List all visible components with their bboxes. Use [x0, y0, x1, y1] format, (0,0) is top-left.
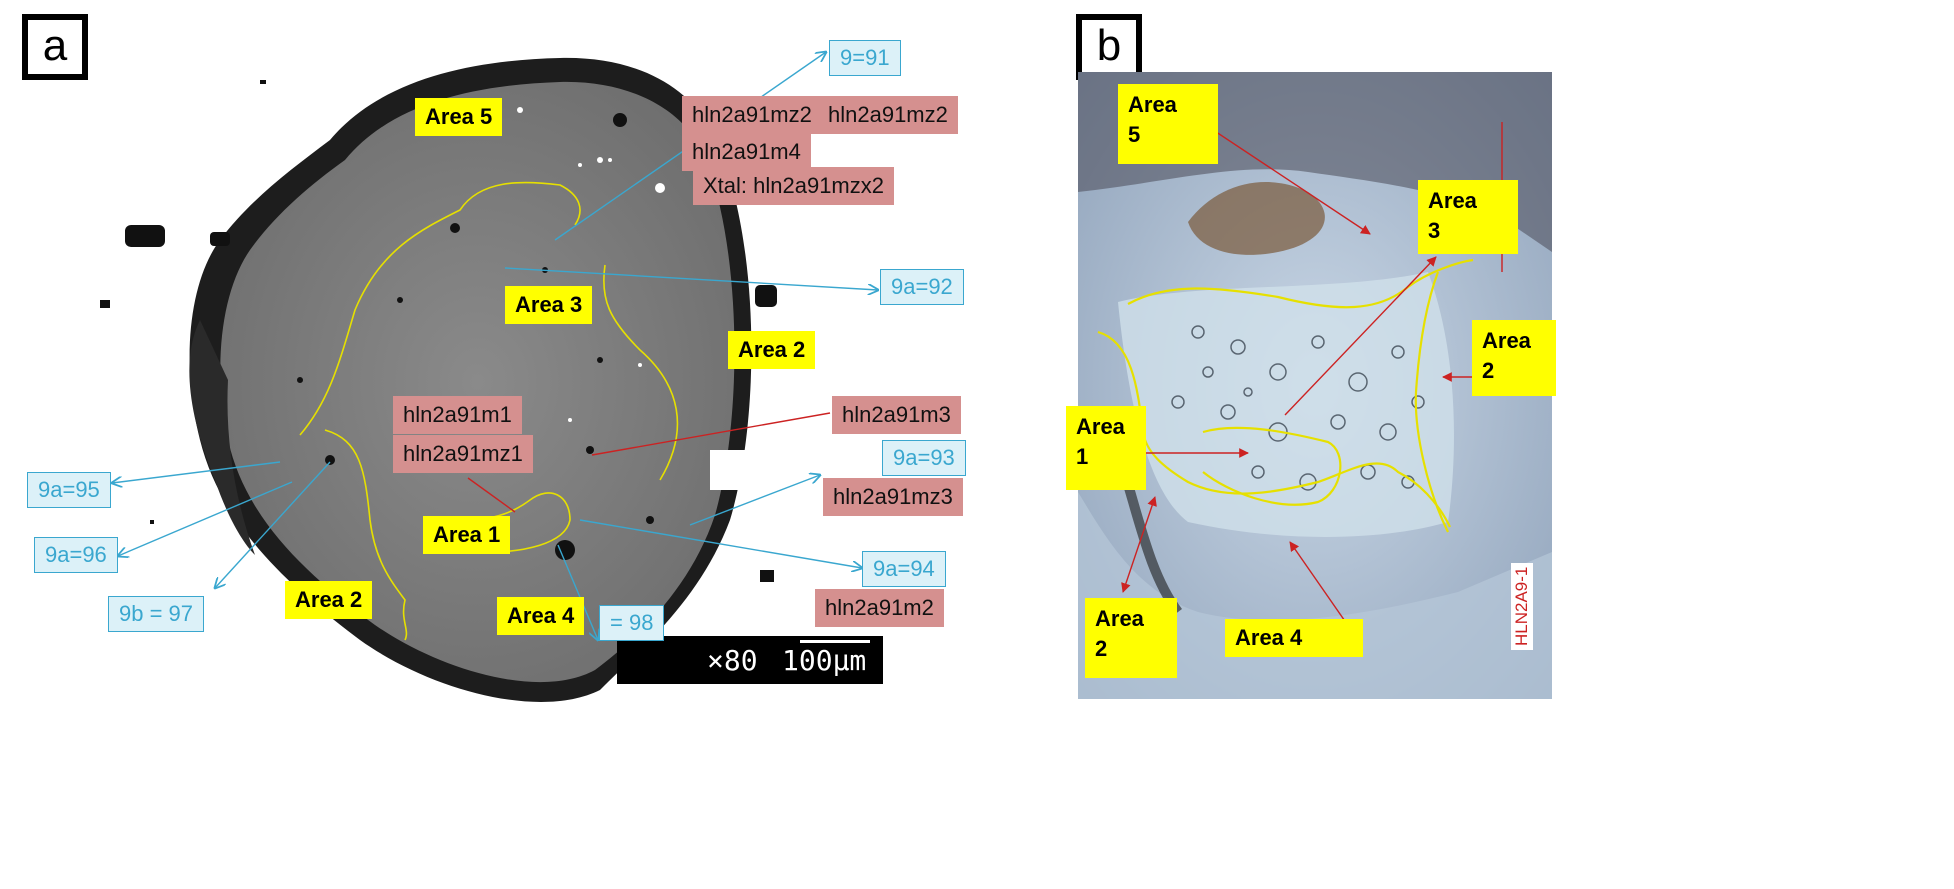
spot-label: 9a=96	[34, 537, 118, 573]
spot-label: 9a=94	[862, 551, 946, 587]
scale-bar: ×80 100μm	[617, 636, 883, 684]
area-2-label: Area 2	[1085, 598, 1177, 678]
scale-length: 100μm	[782, 644, 867, 677]
sample-label: HLN2A9-1	[1511, 562, 1533, 650]
area-5-label: Area 5	[1118, 84, 1218, 164]
analysis-label: hln2a91m3	[832, 396, 961, 434]
panel-a-letter-text: a	[42, 21, 68, 70]
spot-label: = 98	[599, 605, 665, 641]
analysis-label: hln2a91m4	[682, 133, 811, 171]
scale-line	[800, 640, 870, 643]
scale-magnification: ×80	[707, 644, 758, 677]
spot-label: 9b = 97	[108, 596, 205, 632]
analysis-label: hln2a91m2	[815, 589, 944, 627]
area-2-label: Area 2	[1472, 320, 1556, 396]
analysis-label: hln2a91mz2	[682, 96, 822, 134]
spot-label: 9a=92	[880, 269, 964, 305]
sem-image	[100, 0, 1000, 702]
spot-label: 9=91	[829, 40, 901, 76]
optical-image	[1078, 72, 1552, 699]
analysis-label: hln2a91mz1	[393, 435, 533, 473]
area-2-label: Area 2	[285, 581, 373, 619]
area-4-label: Area 4	[1225, 619, 1363, 657]
area-5-label: Area 5	[415, 98, 503, 136]
area-4-label: Area 4	[497, 597, 585, 635]
spot-label: 9a=93	[882, 440, 966, 476]
panel-b-letter-text: b	[1096, 21, 1122, 70]
area-2-label: Area 2	[728, 331, 816, 369]
analysis-label: Xtal: hln2a91mzx2	[693, 167, 894, 205]
analysis-label: hln2a91mz2	[818, 96, 958, 134]
area-1-label: Area 1	[423, 516, 511, 554]
analysis-label: hln2a91mz3	[823, 478, 963, 516]
area-3-label: Area 3	[505, 286, 593, 324]
analysis-label: hln2a91m1	[393, 396, 522, 434]
area-3-label: Area 3	[1418, 180, 1518, 254]
spot-label: 9a=95	[27, 472, 111, 508]
panel-b-letter: b	[1076, 14, 1142, 80]
area-1-label: Area 1	[1066, 406, 1146, 490]
panel-a-letter: a	[22, 14, 88, 80]
